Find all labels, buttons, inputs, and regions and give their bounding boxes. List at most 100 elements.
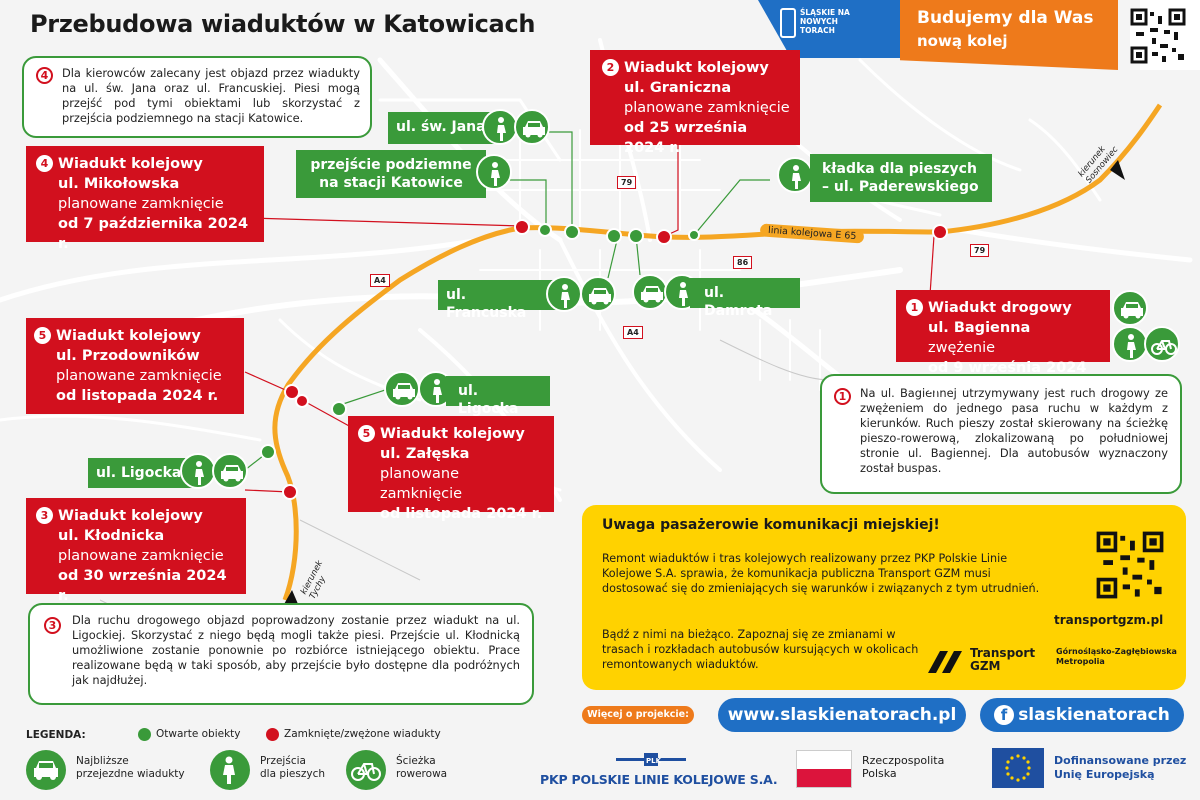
transport-gzm-logo: Transport GZM [970,647,1035,673]
rp-logo-text: Rzeczpospolita Polska [862,754,944,780]
arrow-tychy [283,590,298,606]
open-dot-sw-jana [564,224,580,240]
facebook-icon: f [994,705,1014,725]
logo-text-1: Górnośląsko-Zagłębiowska [1056,647,1177,656]
closure-name: Wiadukt kolejowy [380,426,525,442]
qr-code-icon[interactable] [1130,8,1186,64]
closed-dot-zaleska [295,394,309,408]
car-icon [632,274,668,310]
closure-name: Wiadukt kolejowy [56,328,201,344]
closure-date: od listopada 2024 r. [380,506,543,522]
car-icon [1112,290,1148,326]
pkp-logo-text: PKP POLSKIE LINIE KOLEJOWE S.A. [540,772,778,787]
note-number: 3 [44,617,61,634]
closure-name: Wiadukt kolejowy [58,508,203,524]
closed-dot-graniczna [656,229,672,245]
open-label-damrota: ul. Damrota [690,278,800,319]
closure-street: ul. Kłodnicka [58,528,165,544]
pedestrian-icon [210,750,250,790]
closed-dot-mikolowska [514,219,530,235]
road-tag-79: 79 [970,244,990,257]
road-tag-a4: A4 [370,274,390,287]
eu-line-2: Unię Europejską [1054,768,1155,781]
closure-status: planowane zamknięcie [624,100,790,116]
legend-line-2: przejezdne wiadukty [76,768,185,780]
notice-paragraph-2: Bądź z nimi na bieżąco. Zapoznaj się ze … [602,628,919,671]
logo-text-2: Metropolia [1056,657,1105,666]
label-line-1: przejście podziemne [310,157,472,173]
closed-dot-klodnicka [282,484,298,500]
slogan-line-1: Budujemy dla Was [917,8,1094,28]
pedestrian-icon [482,109,518,145]
pkp-mark-text: PLK [646,757,662,765]
eu-flag-icon [992,748,1044,788]
pedestrian-icon [476,154,512,190]
info-note-1: 1 Na ul. Bagiennej utrzymywany jest ruch… [820,374,1182,494]
logo-text-1: Transport [970,646,1036,660]
slogan-banner: Budujemy dla Was nową kolej [900,0,1118,70]
car-icon [26,750,66,790]
info-note-4: 4 Dla kierowców zalecany jest objazd prz… [22,56,372,138]
closure-status: planowane zamknięcie [58,196,224,212]
legend-open-label: Otwarte obiekty [156,728,241,740]
closure-number: 3 [36,507,53,524]
open-dot-przejscie [538,223,552,237]
open-dot-ligocka-lower [260,444,276,460]
page-title: Przebudowa wiaduktów w Katowicach [30,10,536,38]
closure-status: planowane zamknięcie [380,466,463,502]
closure-street: ul. Załęska [380,446,470,462]
note-number: 1 [834,388,851,405]
brand-logo: ŚLĄSKIE NA NOWYCH TORACH [780,8,870,38]
road-tag-79: 79 [617,176,637,189]
pedestrian-icon [180,453,216,489]
polish-flag-icon [796,750,852,788]
facebook-link[interactable]: f slaskienatorach [980,698,1184,732]
closure-date: od 9 września 2024 r. [928,360,1087,396]
closure-street: ul. Mikołowska [58,176,180,192]
open-dot-kladka [688,229,700,241]
open-dot-francuska [606,228,622,244]
rail-track-icon [780,8,796,38]
arrow-sosnowiec [1110,160,1125,180]
label-line-2: na stacji Katowice [319,175,463,191]
qr-code-icon[interactable] [1096,531,1164,599]
legend-open-dot [138,728,151,741]
public-transport-notice: Uwaga pasażerowie komunikacji miejskiej!… [582,505,1186,690]
closure-name: Wiadukt kolejowy [624,60,769,76]
closure-street: ul. Graniczna [624,80,732,96]
transport-url-link[interactable]: transportgzm.pl [1054,613,1164,627]
pedestrian-icon [1112,326,1148,362]
note-text: Na ul. Bagiennej utrzymywany jest ruch d… [860,386,1168,475]
notice-paragraph-1: Remont wiaduktów i tras kolejowych reali… [602,552,1040,595]
legend-line-1: Ścieżka [396,755,436,767]
legend-line-2: dla pieszych [260,768,326,780]
legend-bicycle-label: Ścieżka rowerowa [396,755,447,781]
closure-status: zwężenie [928,340,996,356]
closure-name: Wiadukt drogowy [928,300,1072,316]
note-text: Dla kierowców zalecany jest objazd przez… [62,66,360,125]
eu-logo-text: Dofinansowane przez Unię Europejską [1054,754,1186,782]
closure-date: od 30 września 2024 r. [58,568,227,604]
pedestrian-icon [546,276,582,312]
open-label-ligocka-lower: ul. Ligocka [88,458,192,488]
road-tag-a4: A4 [623,326,643,339]
rp-line-2: Polska [862,767,897,780]
transport-gzm-logo-icon [926,645,966,675]
open-dot-ligocka-upper [331,401,347,417]
open-dot-damrota [628,228,644,244]
closure-street: ul. Przodowników [56,348,200,364]
railway-line [272,103,1163,601]
bicycle-icon [1144,326,1180,362]
website-link[interactable]: www.slaskienatorach.pl [718,698,966,732]
closure-status: planowane zamknięcie [58,548,224,564]
eu-line-1: Dofinansowane przez [1054,754,1187,767]
closure-street: ul. Bagienna [928,320,1031,336]
notice-heading: Uwaga pasażerowie komunikacji miejskiej! [602,517,940,533]
closure-number: 4 [36,155,53,172]
car-icon [514,109,550,145]
open-label-przejscie-podziemne: przejście podziemne na stacji Katowice [296,150,486,198]
